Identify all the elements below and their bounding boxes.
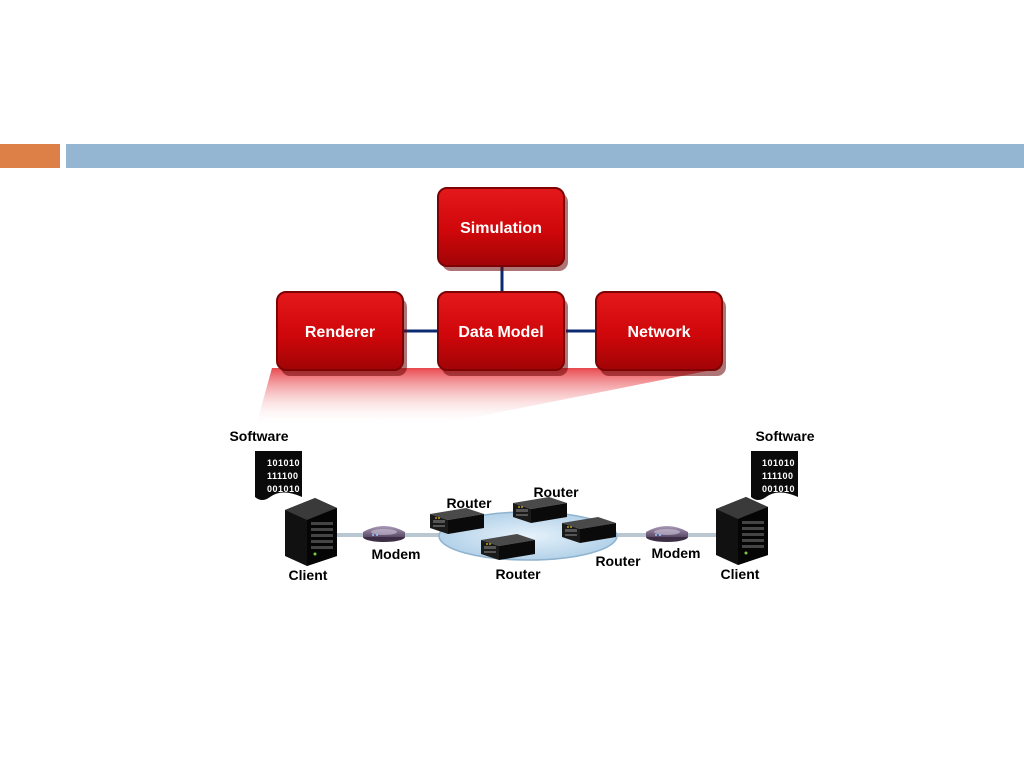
- software-label-right: Software: [755, 428, 814, 444]
- binary-line: 101010: [267, 458, 300, 468]
- modem-icon: [363, 526, 405, 542]
- modem-label-right: Modem: [652, 545, 701, 561]
- network-box: Network: [595, 291, 726, 376]
- binary-line: 011110: [762, 497, 794, 507]
- software-label-left: Software: [229, 428, 288, 444]
- server-tower-icon: [285, 498, 337, 566]
- router-label-top-right: Router: [533, 484, 579, 500]
- binary-line: 111100: [762, 471, 794, 481]
- renderer-box: Renderer: [276, 291, 407, 376]
- server-tower-icon: [716, 497, 768, 565]
- network-label: Network: [627, 324, 690, 341]
- binary-line: 001010: [267, 484, 300, 494]
- data-model-label: Data Model: [458, 324, 543, 341]
- simulation-label: Simulation: [460, 220, 542, 237]
- client-label-left: Client: [289, 567, 328, 583]
- data-model-box: Data Model: [437, 291, 568, 376]
- simulation-box: Simulation: [437, 187, 568, 271]
- binary-line: 011110: [267, 497, 299, 507]
- client-label-right: Client: [721, 566, 760, 582]
- accent-bar-orange: [0, 144, 60, 168]
- modem-label-left: Modem: [372, 546, 421, 562]
- binary-line: 101010: [762, 458, 795, 468]
- router-label-top-left: Router: [446, 495, 492, 511]
- zoom-fan: [256, 368, 722, 426]
- modem-icon: [646, 526, 688, 542]
- accent-bar-blue: [66, 144, 1024, 168]
- router-label-right: Router: [595, 553, 641, 569]
- router-label-bottom: Router: [495, 566, 541, 582]
- renderer-label: Renderer: [305, 324, 375, 341]
- software-doc-left: 101010 111100 001010 011110: [255, 451, 302, 507]
- binary-line: 111100: [267, 471, 299, 481]
- binary-line: 001010: [762, 484, 795, 494]
- software-doc-right: 101010 111100 001010 011110: [751, 451, 798, 507]
